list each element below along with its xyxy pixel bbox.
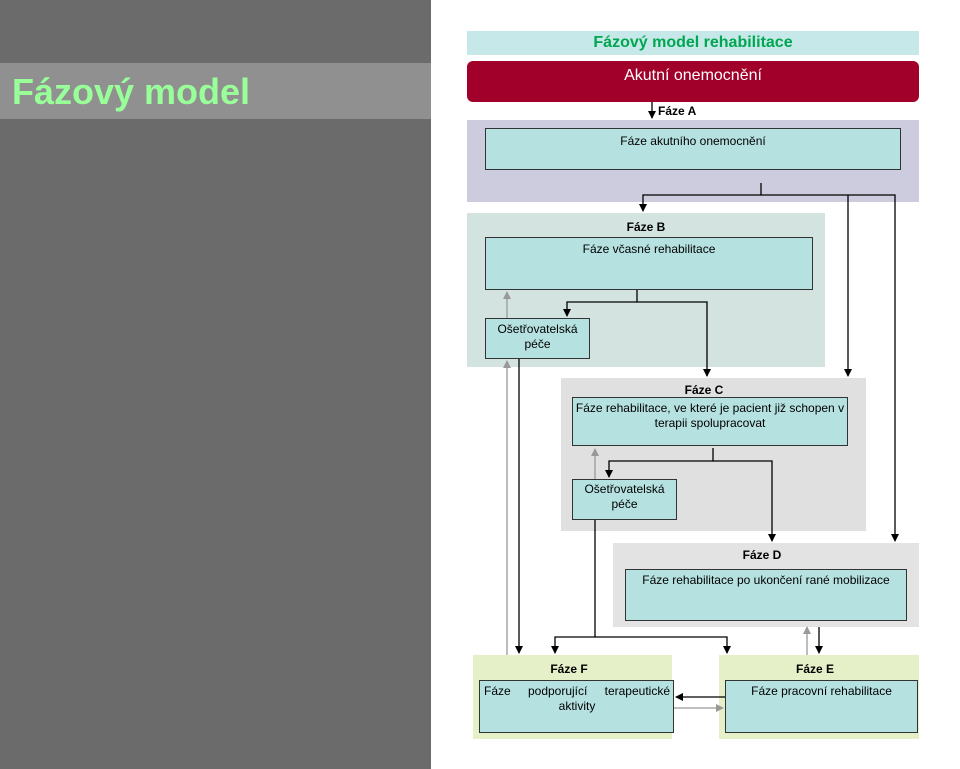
phase-d-label: Fáze D: [742, 548, 782, 562]
phase-c-text: Fáze rehabilitace, ve které je pacient j…: [575, 401, 845, 430]
phase-c-box: [572, 397, 848, 446]
phase-f-text: Fáze podporující terapeutické aktivity: [484, 684, 670, 713]
phase-f-box: [479, 680, 674, 733]
acute-illness-box: Akutní onemocnění: [467, 61, 919, 102]
title-band: [0, 63, 431, 119]
phase-c-nursing-care-text: Ošetřovatelská péče: [584, 482, 665, 511]
phase-b-nursing-care-box: [485, 318, 590, 359]
phase-d-box: [625, 569, 907, 621]
phase-b-box: [485, 237, 813, 290]
slide-title: Fázový model: [12, 71, 251, 112]
phase-c-label: Fáze C: [684, 383, 724, 397]
phase-a-box: [485, 128, 901, 170]
phase-e-text: Fáze pracovní rehabilitace: [751, 684, 892, 698]
phase-c-nursing-care-box: [572, 479, 677, 520]
phase-d-text: Fáze rehabilitace po ukončení rané mobil…: [642, 573, 890, 587]
phase-a-text: Fáze akutního onemocnění: [620, 134, 766, 148]
phase-b-label: Fáze B: [626, 220, 666, 234]
phase-a-label: Fáze A: [658, 104, 697, 118]
phase-e-box: [725, 680, 918, 733]
phase-e-label: Fáze E: [795, 662, 834, 676]
phase-b-text: Fáze včasné rehabilitace: [582, 242, 716, 256]
phase-b-nursing-care-text: Ošetřovatelská péče: [497, 322, 578, 351]
diagram-title: Fázový model rehabilitace: [467, 31, 919, 55]
phase-f-label: Fáze F: [550, 662, 588, 676]
